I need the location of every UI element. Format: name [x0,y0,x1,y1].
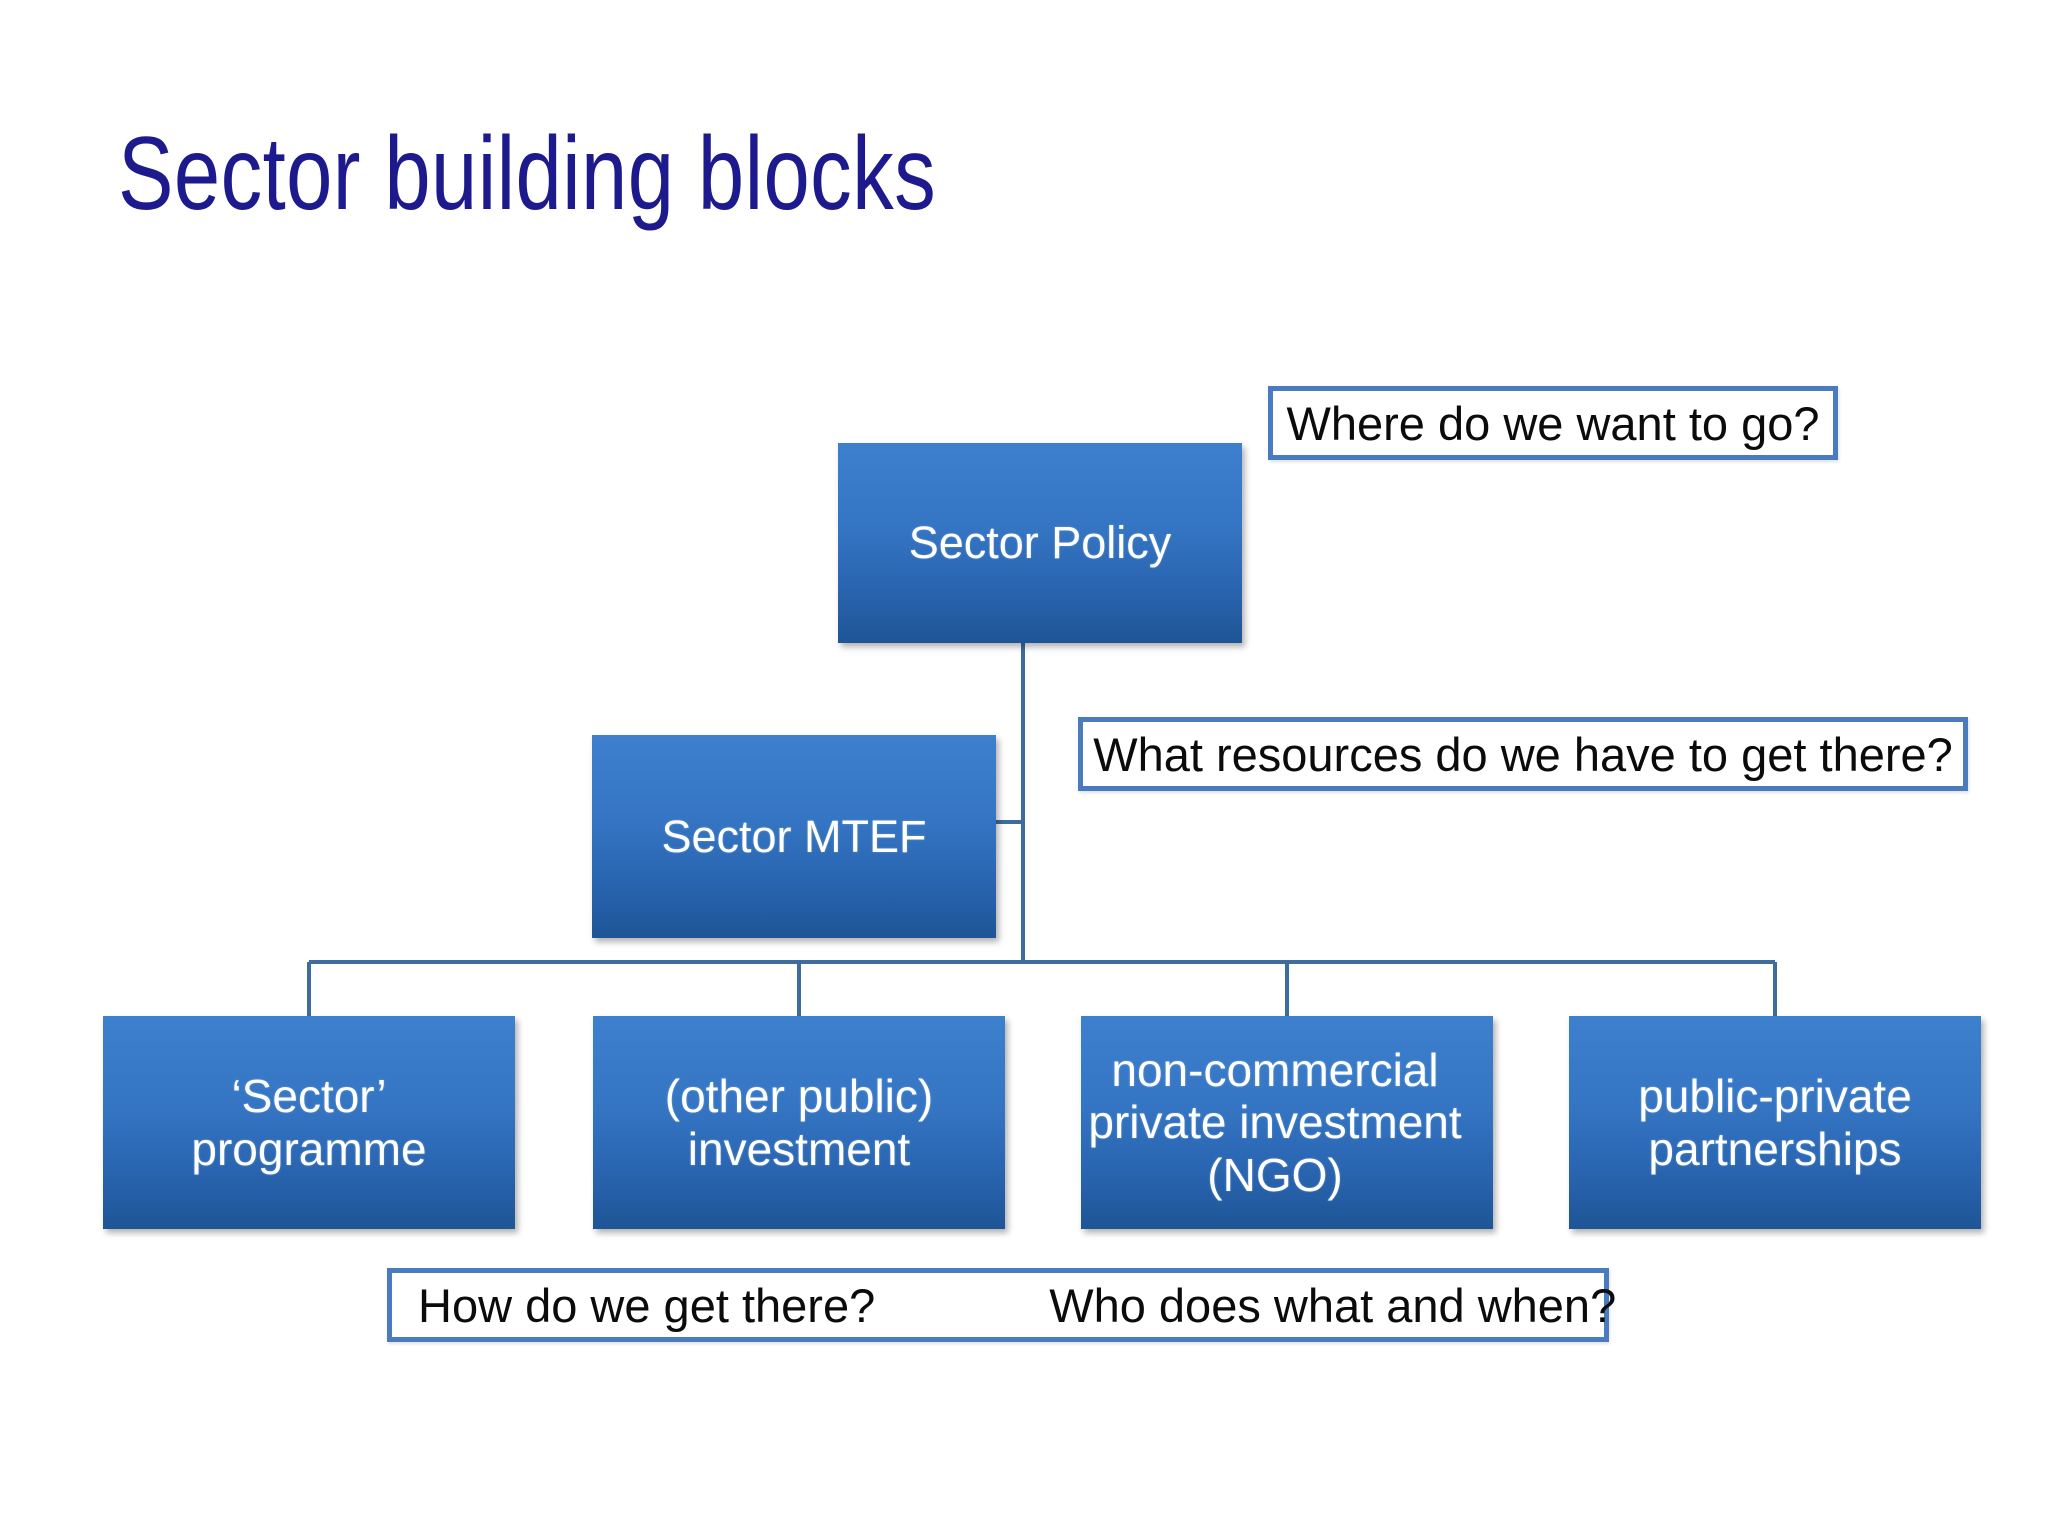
node-sector-policy-label: Sector Policy [908,517,1172,569]
node-sector-programme-label: ‘Sector’ programme [191,1070,427,1175]
callout-who-text: Who does what and when? [1049,1278,1617,1332]
node-non-commercial-private-investment-label: non-commercial private investment (NGO) [1088,1043,1462,1201]
callout-how-and-who: How do we get there? Who does what and wh… [387,1268,1616,1342]
page-title: Sector building blocks [118,116,937,232]
node-sector-mtef[interactable]: Sector MTEF [592,735,996,938]
callout-resources-text: What resources do we have to get there? [1093,727,1953,781]
callout-how-text: How do we get there? [418,1278,876,1332]
node-sector-mtef-label: Sector MTEF [661,810,927,862]
node-non-commercial-private-investment[interactable]: non-commercial private investment (NGO) [1081,1016,1493,1229]
node-public-private-partnerships[interactable]: public-private partnerships [1569,1016,1981,1229]
node-other-public-investment[interactable]: (other public) investment [593,1016,1005,1229]
node-other-public-investment-label: (other public) investment [664,1070,934,1175]
node-public-private-partnerships-label: public-private partnerships [1638,1070,1912,1175]
callout-bottom-text: How do we get there?Who does what and wh… [392,1282,1630,1329]
node-sector-policy[interactable]: Sector Policy [838,443,1242,643]
callout-where-do-we-want-to-go: Where do we want to go? [1268,386,1838,460]
node-sector-programme[interactable]: ‘Sector’ programme [103,1016,515,1229]
callout-where-text: Where do we want to go? [1286,396,1820,450]
callout-what-resources: What resources do we have to get there? [1078,717,1968,791]
